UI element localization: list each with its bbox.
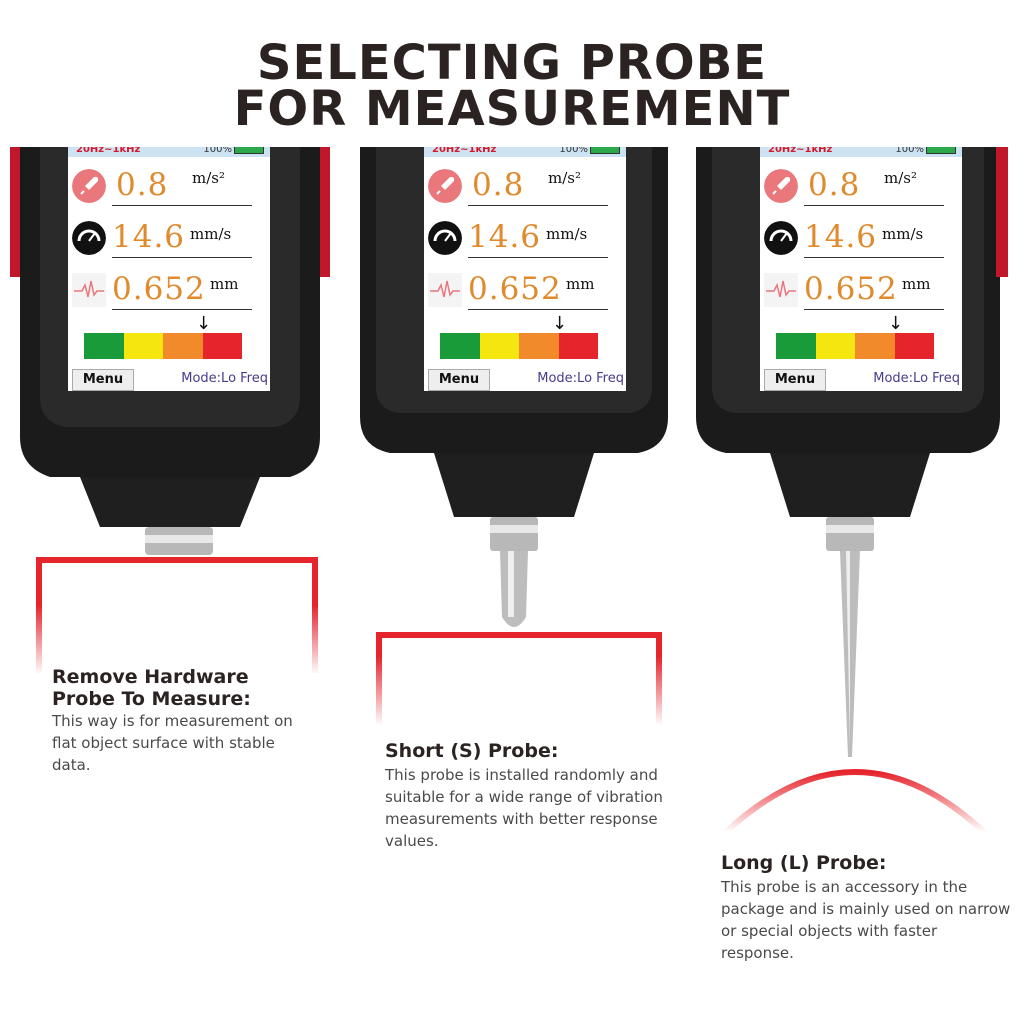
velocity-unit: mm/s: [882, 225, 924, 243]
displacement-unit: mm: [210, 275, 239, 293]
velocity-row: 14.6 mm/s: [72, 217, 252, 261]
velocity-row: 14.6 mm/s: [764, 217, 944, 261]
caption-body: This probe is an accessory in the packag…: [721, 878, 1011, 962]
battery-indicator: 100%: [203, 147, 264, 155]
displacement-row: 0.652 mm: [72, 269, 252, 313]
gauge-icon: [72, 221, 106, 255]
waveform-icon: [428, 273, 462, 307]
device-no-probe: 20Hz~1kHz 100% 0.8 m/s² 14.6 mm/s 0.652 m…: [0, 147, 340, 557]
freq-range: 20Hz~1kHz: [768, 147, 833, 155]
battery-level: 100%: [559, 147, 588, 155]
level-bar: [440, 333, 598, 359]
acceleration-unit: m/s²: [192, 169, 225, 187]
caption-heading: Long (L) Probe:: [721, 852, 887, 874]
divider: [468, 205, 608, 206]
acceleration-row: 0.8 m/s²: [764, 165, 944, 209]
level-bar: [776, 333, 934, 359]
gauge-icon: [764, 221, 798, 255]
rocket-icon: [72, 169, 106, 203]
waveform-icon: [72, 273, 106, 307]
device-screen: 20Hz~1kHz 100% 0.8 m/s² 14.6 mm/s 0.652 m…: [760, 147, 962, 391]
battery-indicator: 100%: [559, 147, 620, 155]
menu-button[interactable]: Menu: [428, 369, 490, 391]
device-screen: 20Hz~1kHz 100% 0.8 m/s² 14.6 mm/s 0.652 m…: [68, 147, 270, 391]
title-line-2: FOR MEASUREMENT: [233, 81, 791, 137]
velocity-unit: mm/s: [190, 225, 232, 243]
displacement-unit: mm: [902, 275, 931, 293]
displacement-unit: mm: [566, 275, 595, 293]
battery-icon: [926, 147, 956, 154]
title-line-1: SELECTING PROBE: [256, 35, 768, 91]
divider: [804, 257, 944, 258]
battery-level: 100%: [203, 147, 232, 155]
velocity-unit: mm/s: [546, 225, 588, 243]
caption-no-probe: Remove Hardware Probe To Measure: This w…: [52, 666, 312, 776]
caption-short-probe: Short (S) Probe: This probe is installed…: [385, 740, 665, 852]
battery-indicator: 100%: [895, 147, 956, 155]
mode-label: Mode:Lo Freq: [537, 371, 624, 386]
battery-icon: [590, 147, 620, 154]
velocity-value: 14.6: [112, 219, 186, 255]
divider: [112, 257, 252, 258]
divider: [112, 205, 252, 206]
velocity-row: 14.6 mm/s: [428, 217, 608, 261]
acceleration-row: 0.8 m/s²: [428, 165, 608, 209]
freq-range: 20Hz~1kHz: [76, 147, 141, 155]
level-bar: [84, 333, 242, 359]
battery-icon: [234, 147, 264, 154]
level-arrow-icon: ↓: [888, 313, 904, 334]
menu-button[interactable]: Menu: [72, 369, 134, 391]
caption-body: This probe is installed randomly and sui…: [385, 766, 663, 850]
divider: [468, 257, 608, 258]
gauge-icon: [428, 221, 462, 255]
caption-body: This way is for measurement on flat obje…: [52, 712, 293, 774]
acceleration-unit: m/s²: [884, 169, 917, 187]
curved-surface-indicator: [723, 769, 987, 835]
displacement-value: 0.652: [804, 271, 898, 307]
velocity-value: 14.6: [804, 219, 878, 255]
mode-label: Mode:Lo Freq: [181, 371, 268, 386]
device-screen: 20Hz~1kHz 100% 0.8 m/s² 14.6 mm/s 0.652 m…: [424, 147, 626, 391]
level-arrow-icon: ↓: [196, 313, 212, 334]
waveform-icon: [764, 273, 798, 307]
device-short-probe: 20Hz~1kHz 100% 0.8 m/s² 14.6 mm/s 0.652 m…: [354, 147, 694, 627]
menu-button[interactable]: Menu: [764, 369, 826, 391]
velocity-value: 14.6: [468, 219, 542, 255]
freq-range: 20Hz~1kHz: [432, 147, 497, 155]
divider: [804, 309, 944, 310]
divider: [112, 309, 252, 310]
displacement-value: 0.652: [468, 271, 562, 307]
rocket-icon: [428, 169, 462, 203]
caption-heading: Remove Hardware Probe To Measure:: [52, 666, 251, 710]
caption-long-probe: Long (L) Probe: This probe is an accesso…: [721, 852, 1011, 964]
device-long-probe: 20Hz~1kHz 100% 0.8 m/s² 14.6 mm/s 0.652 m…: [690, 147, 1024, 767]
divider: [468, 309, 608, 310]
displacement-row: 0.652 mm: [764, 269, 944, 313]
rocket-icon: [764, 169, 798, 203]
acceleration-value: 0.8: [808, 167, 861, 203]
displacement-row: 0.652 mm: [428, 269, 608, 313]
level-arrow-icon: ↓: [552, 313, 568, 334]
acceleration-value: 0.8: [472, 167, 525, 203]
flat-surface-indicator: [36, 557, 318, 675]
acceleration-unit: m/s²: [548, 169, 581, 187]
divider: [804, 205, 944, 206]
acceleration-value: 0.8: [116, 167, 169, 203]
displacement-value: 0.652: [112, 271, 206, 307]
battery-level: 100%: [895, 147, 924, 155]
mode-label: Mode:Lo Freq: [873, 371, 960, 386]
caption-heading: Short (S) Probe:: [385, 740, 559, 762]
short-probe-surface-indicator: [376, 632, 662, 726]
acceleration-row: 0.8 m/s²: [72, 165, 252, 209]
